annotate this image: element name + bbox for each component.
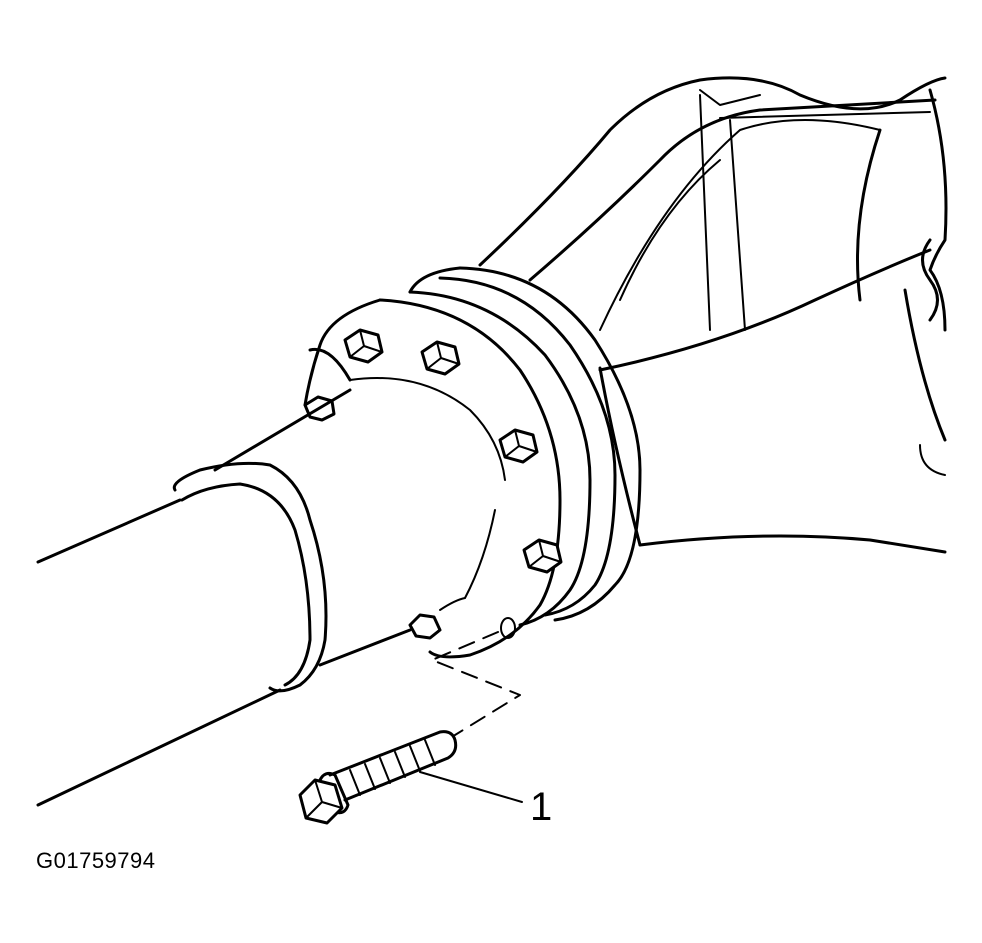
differential-carrier-housing [478,76,948,554]
flange-bolt [522,538,563,574]
bolt-icon [298,730,458,825]
callout-number: 1 [530,785,552,829]
bolt-hole [500,617,516,639]
right-axle-tube [598,366,642,547]
axle-flange [303,266,642,659]
flange-bolt [408,613,442,640]
flange-bolts [303,328,563,640]
flange-bolt [343,328,384,364]
callout-leader-line [419,771,523,803]
installation-path-line [431,631,521,736]
flange-bolt [498,428,539,464]
flange-bolt [420,340,461,376]
left-axle-tube [36,347,496,807]
figure-id: G01759794 [36,848,156,873]
